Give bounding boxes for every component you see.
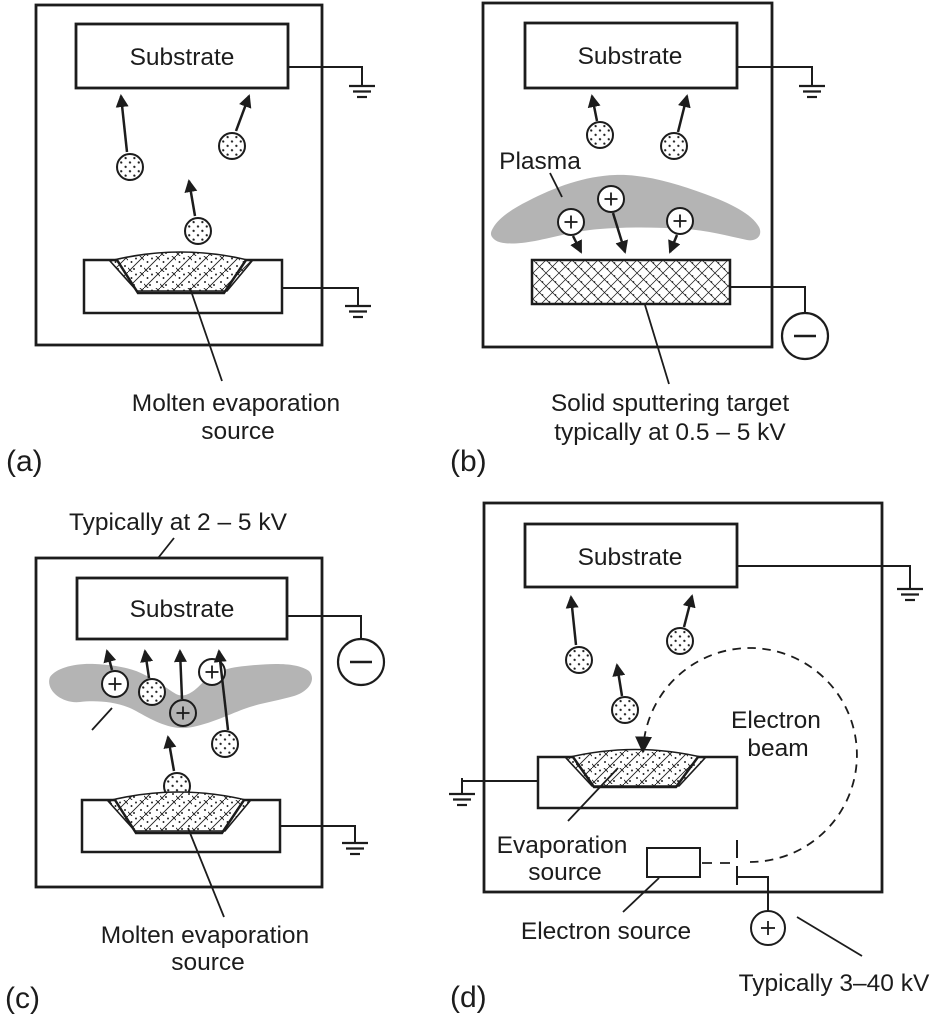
- beam-label-line2: beam: [747, 735, 808, 762]
- ion-arrow: [570, 235, 583, 254]
- source-label-line2: source: [171, 949, 245, 976]
- ground-icon: [797, 68, 827, 99]
- atom-icon: [218, 132, 246, 160]
- substrate-box: [75, 576, 289, 641]
- molten-material: [564, 748, 707, 787]
- voltage-label: Typically at 2 – 5 kV: [69, 509, 288, 536]
- atom-icon: [211, 730, 239, 758]
- motion-arrow: [184, 179, 198, 217]
- substrate-box: [523, 21, 739, 90]
- beam-label-line1: Electron: [731, 707, 821, 734]
- panel-letter: (d): [450, 981, 487, 1014]
- atom-icon: [611, 696, 639, 724]
- motion-arrow: [234, 94, 252, 132]
- motion-arrow: [676, 94, 691, 133]
- motion-arrow: [612, 663, 626, 697]
- leader-line: [644, 304, 670, 385]
- positive-supply-icon: [750, 910, 786, 946]
- ion-arrow: [173, 649, 187, 700]
- ion-arrow: [213, 649, 230, 731]
- evaporation-boat: [536, 755, 739, 810]
- ion-arrow: [668, 234, 681, 254]
- motion-arrow: [115, 94, 129, 153]
- evap-label-line2: source: [528, 859, 602, 886]
- negative-supply-icon: [780, 311, 830, 361]
- leader-line: [796, 916, 863, 957]
- ion-arrow: [611, 212, 628, 254]
- ion-icon: [101, 670, 129, 698]
- ground-icon: [340, 825, 370, 856]
- ion-icon: [666, 207, 694, 235]
- target-label-line1: Solid sputtering target: [551, 390, 790, 417]
- atom-icon: [116, 153, 144, 181]
- atom-icon: [184, 217, 212, 245]
- ground-icon: [347, 68, 377, 99]
- panel-d: Substrate Electron beam Evaporation sour…: [447, 501, 930, 1014]
- target-supply-wire: [730, 286, 806, 313]
- evaporation-boat: [80, 798, 282, 854]
- substrate-supply-wire: [287, 615, 362, 639]
- evaporation-boat: [82, 258, 284, 315]
- source-label-line2: source: [201, 418, 275, 445]
- substrate-label: Substrate: [578, 544, 683, 571]
- panel-b: Substrate Plasma Solid sputtering target…: [450, 1, 830, 478]
- ground-icon: [343, 288, 373, 319]
- electron-beam-path: [635, 647, 858, 863]
- evap-label-line1: Evaporation: [497, 832, 628, 859]
- ion-arrow: [103, 649, 117, 671]
- atom-icon: [138, 678, 166, 706]
- ion-icon: [557, 208, 585, 236]
- motion-arrow: [163, 735, 177, 772]
- motion-arrow: [587, 94, 601, 122]
- plasma-leader-line: [91, 707, 113, 731]
- leader-line: [187, 827, 225, 918]
- ion-icon: [597, 185, 625, 213]
- sputtering-target: [530, 258, 732, 306]
- leader-line: [567, 767, 619, 822]
- ion-icon: [169, 699, 197, 727]
- electron-source-label: Electron source: [521, 918, 691, 945]
- substrate-box: [523, 522, 739, 589]
- atom-icon: [660, 132, 688, 160]
- atom-icon: [666, 627, 694, 655]
- substrate-box: [74, 22, 290, 90]
- plasma-label: Plasma: [499, 148, 581, 175]
- target-label-line2: typically at 0.5 – 5 kV: [554, 419, 786, 446]
- substrate-label: Substrate: [130, 596, 235, 623]
- leader-line: [189, 287, 223, 382]
- panel-letter: (b): [450, 445, 487, 478]
- source-label-line1: Molten evaporation: [132, 390, 340, 417]
- substrate-label: Substrate: [578, 43, 683, 70]
- atom-icon: [565, 646, 593, 674]
- panel-c: Typically at 2 – 5 kV Substrate Molten e…: [5, 509, 386, 1015]
- ground-icon: [895, 571, 925, 602]
- motion-arrow: [565, 595, 579, 646]
- motion-arrow: [682, 594, 696, 628]
- panel-letter: (a): [6, 445, 43, 478]
- voltage-label: Typically 3–40 kV: [739, 970, 930, 997]
- electron-source-box: [646, 847, 701, 878]
- supply-wire: [737, 876, 769, 911]
- panel-letter: (c): [5, 982, 40, 1015]
- atom-icon: [586, 121, 614, 149]
- ground-icon: [447, 776, 477, 807]
- ion-arrow: [140, 649, 154, 679]
- source-label-line1: Molten evaporation: [101, 922, 309, 949]
- leader-line: [549, 172, 563, 198]
- substrate-label: Substrate: [130, 44, 235, 71]
- leader-line: [622, 877, 660, 913]
- negative-supply-icon: [336, 637, 386, 687]
- panel-a: Substrate Molten evaporation source (a): [6, 3, 377, 478]
